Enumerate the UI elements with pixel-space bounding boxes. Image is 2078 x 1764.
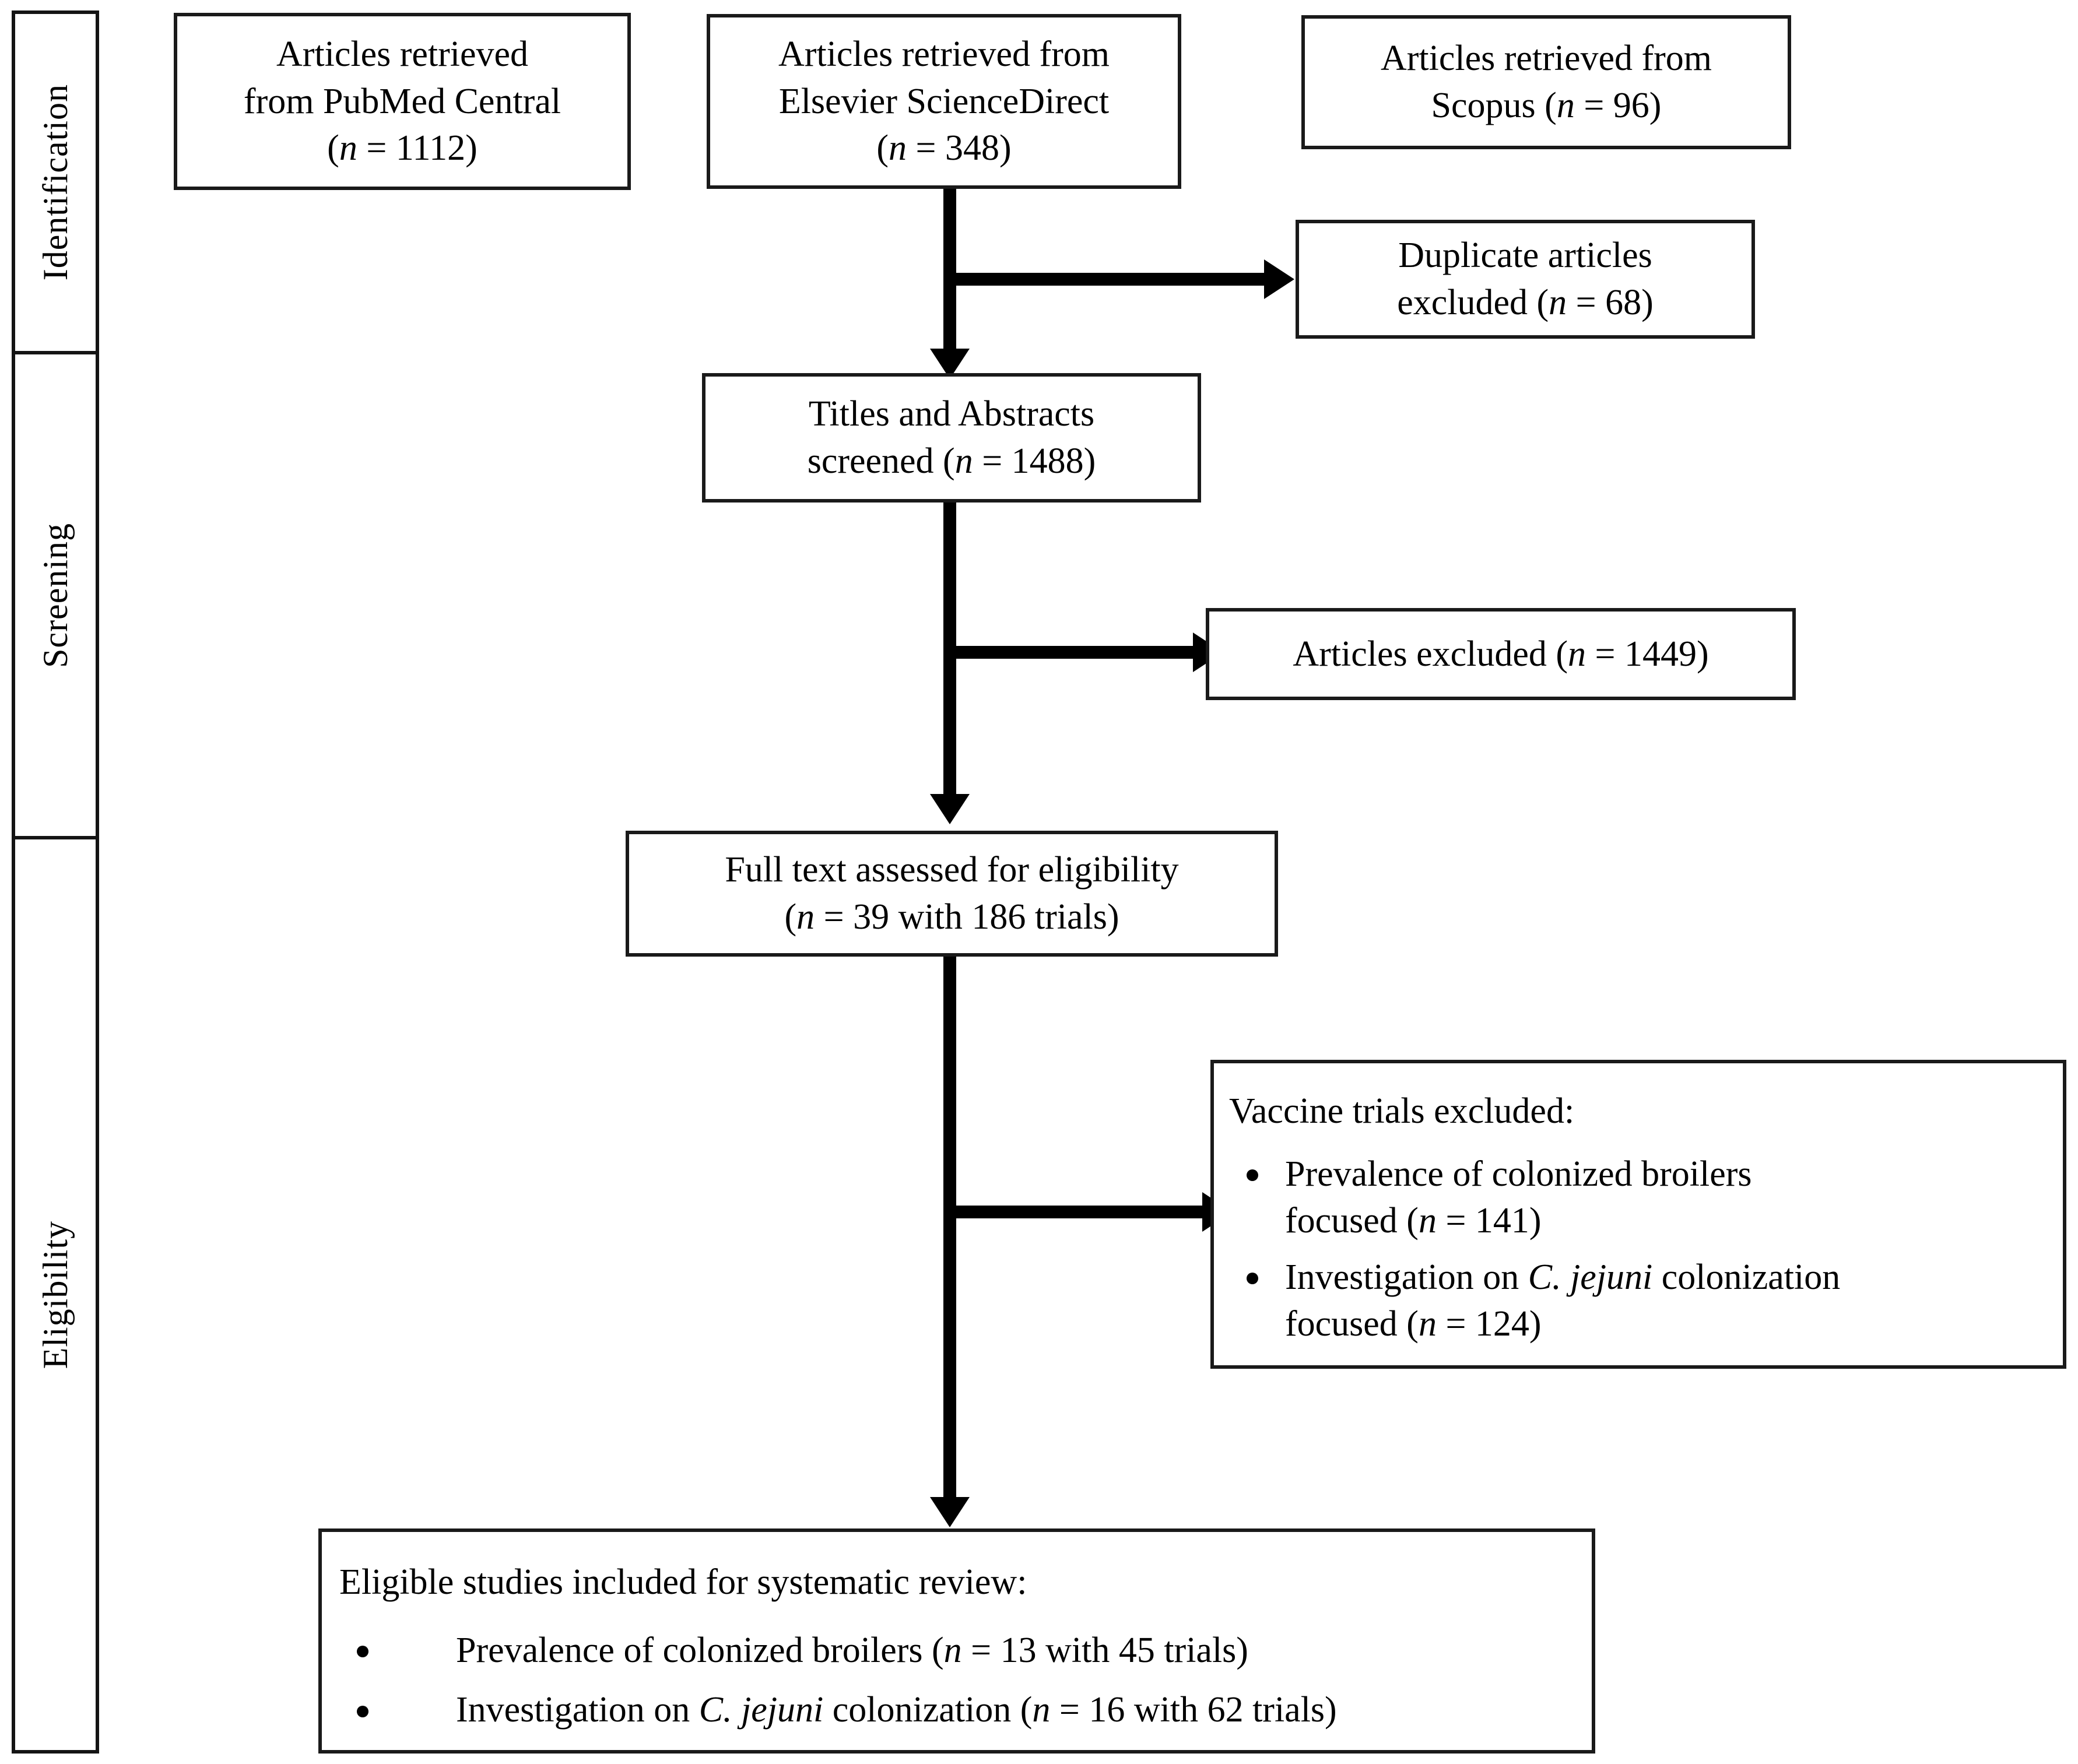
- vaccine-excluded-bullet-2: Investigation on C. jejuni colonization …: [1229, 1254, 1840, 1348]
- stage-identification-label: Identification: [36, 84, 75, 281]
- screened-line-2: screened (n = 1488): [807, 441, 1096, 481]
- scopus-line-1: Articles retrieved from: [1380, 38, 1712, 79]
- elsevier-line-1: Articles retrieved from: [778, 34, 1110, 75]
- connector-to-vaccine-excluded: [950, 1206, 1205, 1218]
- stage-eligibility: Eligibility: [12, 836, 99, 1754]
- stage-identification: Identification: [12, 10, 99, 354]
- vaccine-excluded-header: Vaccine trials excluded:: [1229, 1091, 1575, 1131]
- arrow-down-to-included: [930, 1497, 970, 1527]
- connector-to-articles-excluded: [950, 646, 1195, 659]
- connector-trunk-2: [943, 503, 956, 801]
- pubmed-line-3: (n = 1112): [327, 128, 478, 168]
- connector-trunk-1: [943, 189, 956, 357]
- elsevier-line-2: Elsevier ScienceDirect: [778, 81, 1110, 121]
- stage-screening: Screening: [12, 351, 99, 839]
- scopus-line-2: Scopus (n = 96): [1431, 86, 1662, 125]
- box-eligible-studies-included: Eligible studies included for systematic…: [318, 1528, 1595, 1754]
- box-titles-abstracts-screened: Titles and Abstracts screened (n = 1488): [702, 373, 1201, 503]
- box-articles-excluded: Articles excluded (n = 1449): [1206, 608, 1796, 700]
- box-pubmed-retrieved: Articles retrieved from PubMed Central (…: [174, 13, 631, 190]
- box-elsevier-retrieved: Articles retrieved from Elsevier Science…: [707, 14, 1181, 189]
- pubmed-line-2: from PubMed Central: [243, 81, 561, 121]
- included-header: Eligible studies included for systematic…: [339, 1562, 1027, 1602]
- duplicates-line-1: Duplicate articles: [1398, 236, 1652, 276]
- connector-to-duplicates: [950, 273, 1265, 286]
- fulltext-line-2: (n = 39 with 186 trials): [784, 897, 1119, 937]
- box-fulltext-assessed: Full text assessed for eligibility (n = …: [626, 831, 1278, 957]
- included-bullet-2: Investigation on C. jejuni colonization …: [339, 1686, 1337, 1734]
- arrow-right-to-duplicates: [1264, 259, 1294, 299]
- fulltext-line-1: Full text assessed for eligibility: [725, 850, 1179, 890]
- elsevier-line-3: (n = 348): [876, 128, 1012, 168]
- box-vaccine-trials-excluded: Vaccine trials excluded: Prevalence of c…: [1210, 1060, 2066, 1369]
- stage-screening-label: Screening: [36, 522, 75, 668]
- connector-trunk-3: [943, 957, 956, 1505]
- duplicates-line-2: excluded (n = 68): [1397, 283, 1654, 322]
- stage-eligibility-label: Eligibility: [36, 1220, 75, 1369]
- arrow-down-to-fulltext: [930, 794, 970, 824]
- included-bullet-1: Prevalence of colonized broilers (n = 13…: [339, 1627, 1248, 1674]
- excluded-line-1: Articles excluded (n = 1449): [1293, 634, 1709, 674]
- vaccine-excluded-bullet-1: Prevalence of colonized broilers focused…: [1229, 1151, 1752, 1245]
- box-duplicate-articles-excluded: Duplicate articles excluded (n = 68): [1296, 220, 1755, 339]
- pubmed-line-1: Articles retrieved: [276, 34, 529, 75]
- box-scopus-retrieved: Articles retrieved from Scopus (n = 96): [1301, 15, 1791, 149]
- screened-line-1: Titles and Abstracts: [808, 394, 1095, 434]
